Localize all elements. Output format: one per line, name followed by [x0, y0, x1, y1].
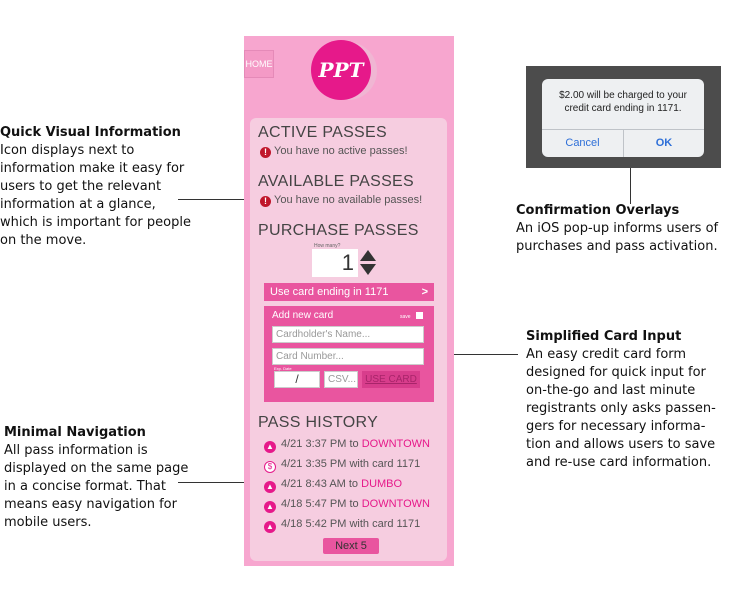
- home-button[interactable]: HOME: [244, 50, 274, 78]
- annotation-minimal-nav: Minimal Navigation All pass information …: [4, 424, 204, 532]
- alert-icon: !: [260, 147, 271, 158]
- new-card-title: Add new card: [272, 310, 334, 321]
- arrow-down-icon[interactable]: [360, 264, 376, 275]
- confirmation-dialog: $2.00 will be charged to your credit car…: [542, 79, 704, 157]
- callout-line: [630, 168, 631, 204]
- annotation-line: information at a glance,: [0, 197, 156, 212]
- history-text: 4/18 5:47 PM to: [281, 498, 362, 510]
- annotation-line: purchases and pass activation.: [516, 239, 718, 254]
- cardholder-name-input[interactable]: Cardholder's Name...: [272, 326, 424, 343]
- history-text: 4/21 8:43 AM to: [281, 478, 362, 490]
- pass-icon: ▲: [264, 501, 276, 513]
- arrow-up-icon[interactable]: [360, 250, 376, 261]
- pass-history-title: PASS HISTORY: [258, 414, 379, 431]
- annotation-line: designed for quick input for: [526, 365, 706, 380]
- active-passes-title: ACTIVE PASSES: [258, 124, 387, 141]
- annotation-title: Minimal Navigation: [4, 425, 146, 440]
- annotation-line: information make it easy for: [0, 161, 185, 176]
- history-row[interactable]: $4/21 3:35 PM with card 1171: [264, 458, 420, 473]
- passes-panel: ACTIVE PASSES !You have no active passes…: [250, 118, 447, 561]
- pass-icon: ▲: [264, 481, 276, 493]
- dollar-icon: $: [264, 461, 276, 473]
- ok-button[interactable]: OK: [655, 137, 673, 149]
- history-destination: DUMBO: [361, 478, 403, 490]
- annotation-line: An easy credit card form: [526, 347, 687, 362]
- history-row[interactable]: ▲ 4/21 3:37 PM to DOWNTOWN: [264, 438, 430, 453]
- annotation-line: means easy navigation for: [4, 497, 177, 512]
- callout-line: [178, 199, 256, 200]
- callout-line: [444, 354, 518, 355]
- annotation-line: mobile users.: [4, 515, 92, 530]
- active-passes-message: !You have no active passes!: [260, 145, 408, 158]
- use-card-button[interactable]: USE CARD: [362, 371, 420, 388]
- annotation-line: and re-use card information.: [526, 455, 712, 470]
- annotation-title: Quick Visual Information: [0, 125, 181, 140]
- annotation-confirmation: Confirmation Overlays An iOS pop-up info…: [516, 202, 746, 256]
- confirmation-message: $2.00 will be charged to your credit car…: [559, 90, 687, 114]
- quantity-stepper[interactable]: [360, 250, 376, 276]
- annotation-line: Icon displays next to: [0, 143, 135, 158]
- csv-input[interactable]: CSV...: [324, 371, 358, 388]
- annotation-title: Confirmation Overlays: [516, 203, 680, 218]
- how-many-label: How many?: [314, 243, 341, 249]
- use-card-label: Use card ending in 1171: [270, 286, 389, 298]
- annotation-line: on the move.: [0, 233, 87, 248]
- history-destination: DOWNTOWN: [361, 438, 430, 450]
- pass-icon: ▲: [264, 441, 276, 453]
- annotation-line: tion and allows users to save: [526, 437, 716, 452]
- cancel-button[interactable]: Cancel: [565, 137, 600, 149]
- warn-text: You have no available passes!: [274, 194, 423, 206]
- purchase-passes-title: PURCHASE PASSES: [258, 222, 419, 239]
- available-passes-message: !You have no available passes!: [260, 194, 422, 207]
- annotation-line: on-the-go and last minute: [526, 383, 696, 398]
- quantity-field[interactable]: 1: [312, 249, 358, 277]
- history-destination: DOWNTOWN: [361, 498, 430, 510]
- available-passes-title: AVAILABLE PASSES: [258, 173, 414, 190]
- history-text: 4/21 3:37 PM to: [281, 438, 362, 450]
- phone-screen: HOME PPT ACTIVE PASSES !You have no acti…: [244, 36, 454, 566]
- history-row[interactable]: ▲ 4/18 5:42 PM with card 1171: [264, 518, 420, 533]
- annotation-card-input: Simplified Card Input An easy credit car…: [526, 328, 746, 472]
- alert-icon: !: [260, 196, 271, 207]
- pass-icon: ▲: [264, 521, 276, 533]
- history-text: 4/18 5:42 PM with card 1171: [281, 518, 421, 530]
- app-logo: PPT: [311, 40, 371, 100]
- use-saved-card-button[interactable]: Use card ending in 1171 >: [264, 283, 434, 301]
- callout-line: [178, 482, 256, 483]
- warn-text: You have no active passes!: [274, 145, 408, 157]
- history-text: 4/21 3:35 PM with card 1171: [281, 458, 421, 470]
- annotation-line: which is important for people: [0, 215, 191, 230]
- card-number-input[interactable]: Card Number...: [272, 348, 424, 365]
- next-five-button[interactable]: Next 5: [323, 538, 379, 554]
- exp-date-label: Exp. Date: [274, 366, 292, 371]
- annotation-line: registrants only asks passen-: [526, 401, 716, 416]
- history-row[interactable]: ▲ 4/18 5:47 PM to DOWNTOWN: [264, 498, 430, 513]
- annotation-line: in a concise format. That: [4, 479, 166, 494]
- new-card-form: Add new card save Cardholder's Name... C…: [264, 306, 434, 402]
- save-card-label: save: [400, 314, 411, 320]
- annotation-line: All pass information is: [4, 443, 148, 458]
- annotation-line: gers for necessary informa-: [526, 419, 706, 434]
- chevron-right-icon: >: [421, 286, 428, 298]
- dialog-divider: [623, 129, 624, 157]
- save-card-checkbox[interactable]: [416, 312, 423, 319]
- annotation-title: Simplified Card Input: [526, 329, 682, 344]
- exp-date-input[interactable]: /: [274, 371, 320, 388]
- annotation-quick-visual: Quick Visual Information Icon displays n…: [0, 124, 215, 250]
- annotation-line: users to get the relevant: [0, 179, 162, 194]
- confirmation-screenshot: $2.00 will be charged to your credit car…: [526, 66, 721, 168]
- annotation-line: An iOS pop-up informs users of: [516, 221, 719, 236]
- annotation-line: displayed on the same page: [4, 461, 189, 476]
- history-row[interactable]: ▲ 4/21 8:43 AM to DUMBO: [264, 478, 402, 493]
